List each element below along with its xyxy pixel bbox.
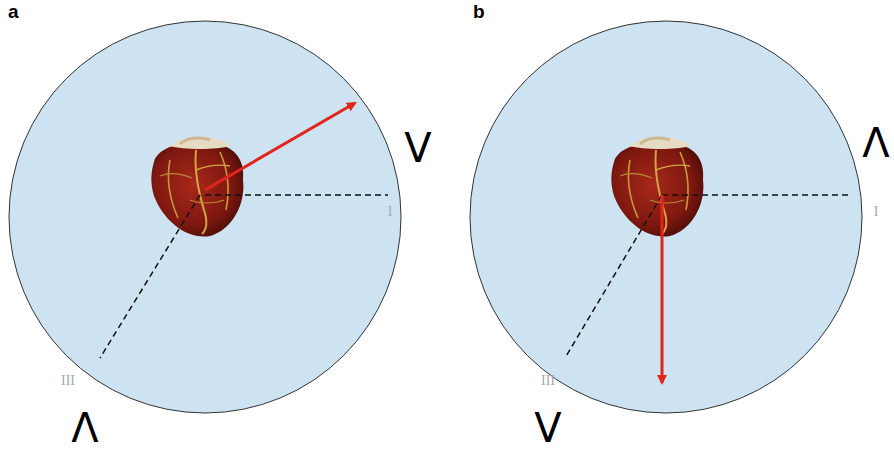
polarity-sign: Λ <box>862 123 889 163</box>
panel-letter: b <box>473 2 485 21</box>
polarity-sign: V <box>404 128 431 168</box>
lead-name: III <box>61 374 75 388</box>
lead-name: I <box>388 205 393 219</box>
lead-name: I <box>874 205 879 219</box>
polarity-sign: Λ <box>71 408 98 448</box>
polarity-sign: V <box>534 408 561 448</box>
panel-letter: a <box>8 2 19 21</box>
lead-name: III <box>541 374 555 388</box>
